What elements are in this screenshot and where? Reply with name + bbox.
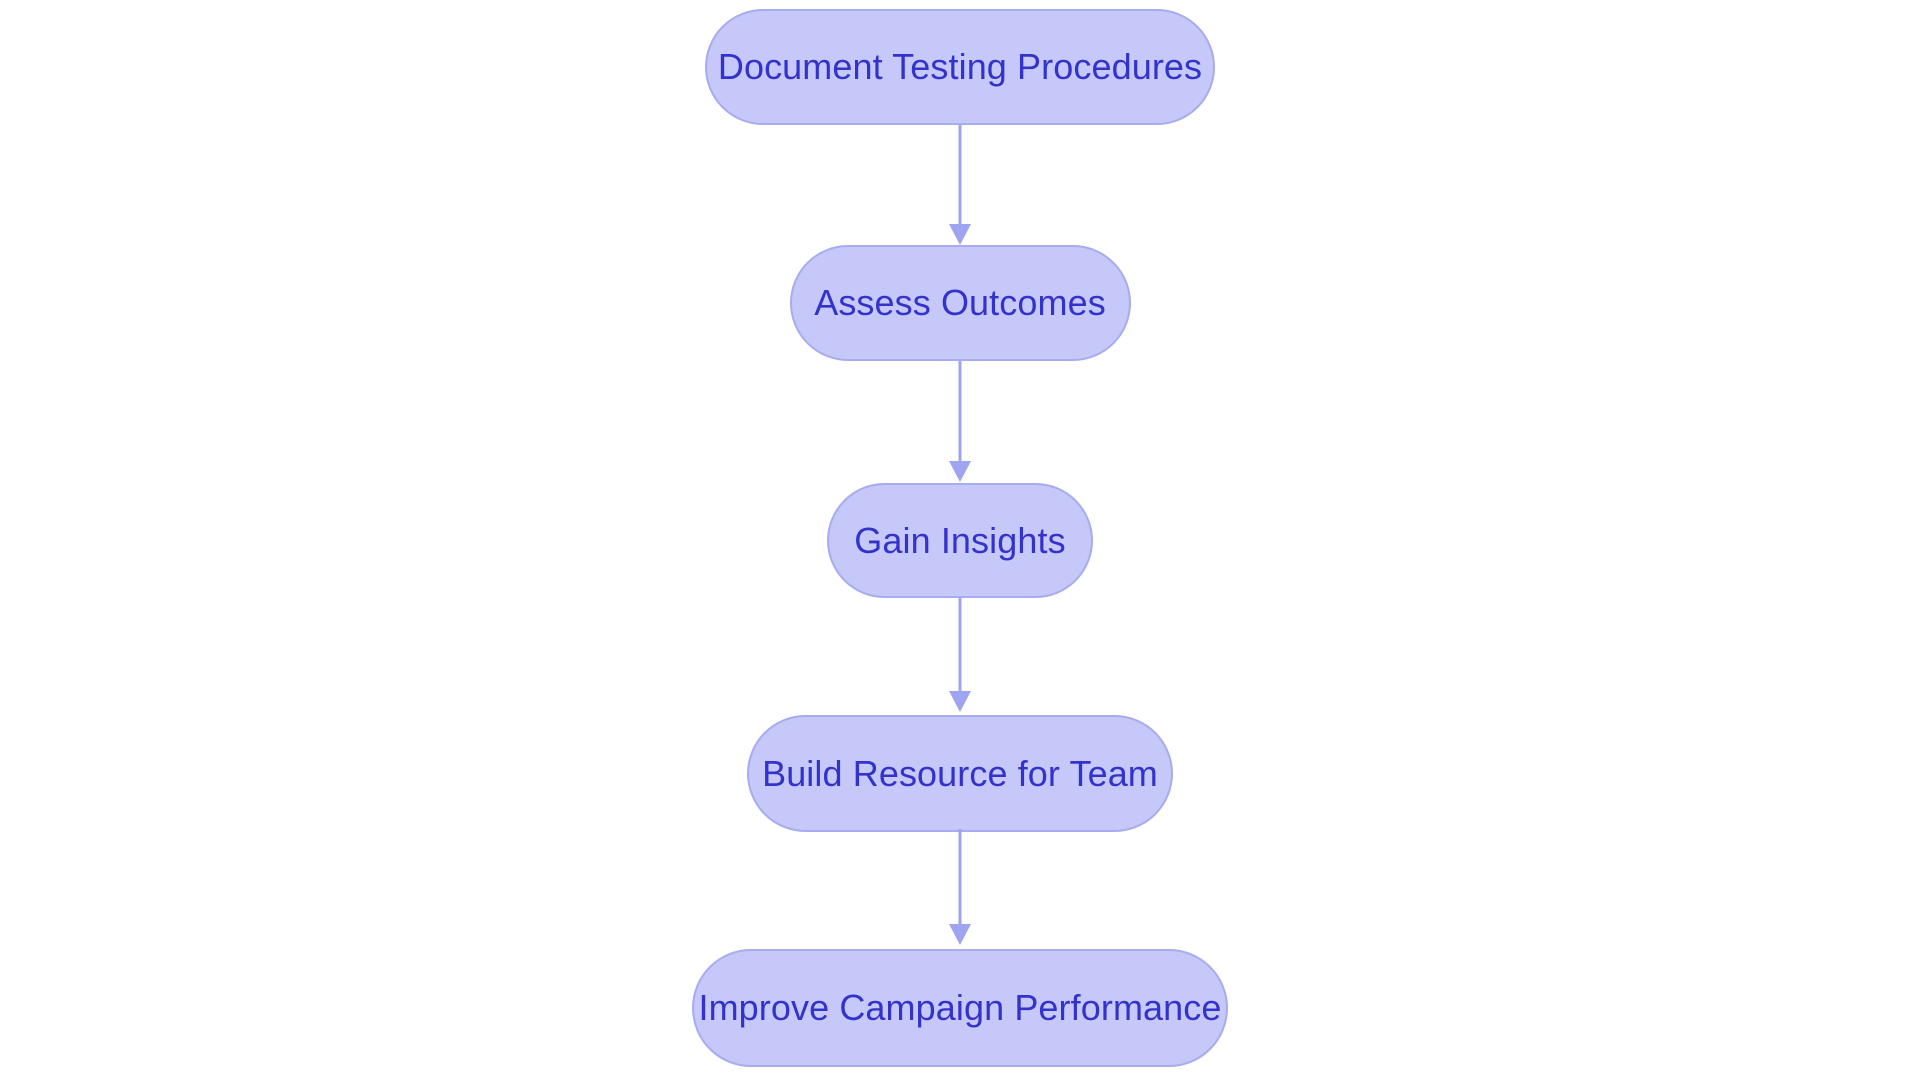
flow-node-document-testing-procedures[interactable]: Document Testing Procedures bbox=[705, 9, 1215, 125]
flow-node-assess-outcomes[interactable]: Assess Outcomes bbox=[789, 245, 1131, 361]
flow-node-label: Improve Campaign Performance bbox=[698, 987, 1222, 1028]
flow-node-improve-campaign-performance[interactable]: Improve Campaign Performance bbox=[692, 949, 1228, 1067]
flow-node-build-resource-for-team[interactable]: Build Resource for Team bbox=[747, 715, 1173, 832]
flow-node-label: Assess Outcomes bbox=[814, 282, 1106, 323]
flow-node-label: Document Testing Procedures bbox=[717, 46, 1203, 87]
flow-node-gain-insights[interactable]: Gain Insights bbox=[827, 483, 1093, 598]
flow-node-label: Gain Insights bbox=[854, 519, 1066, 561]
flow-node-label: Build Resource for Team bbox=[762, 752, 1158, 794]
